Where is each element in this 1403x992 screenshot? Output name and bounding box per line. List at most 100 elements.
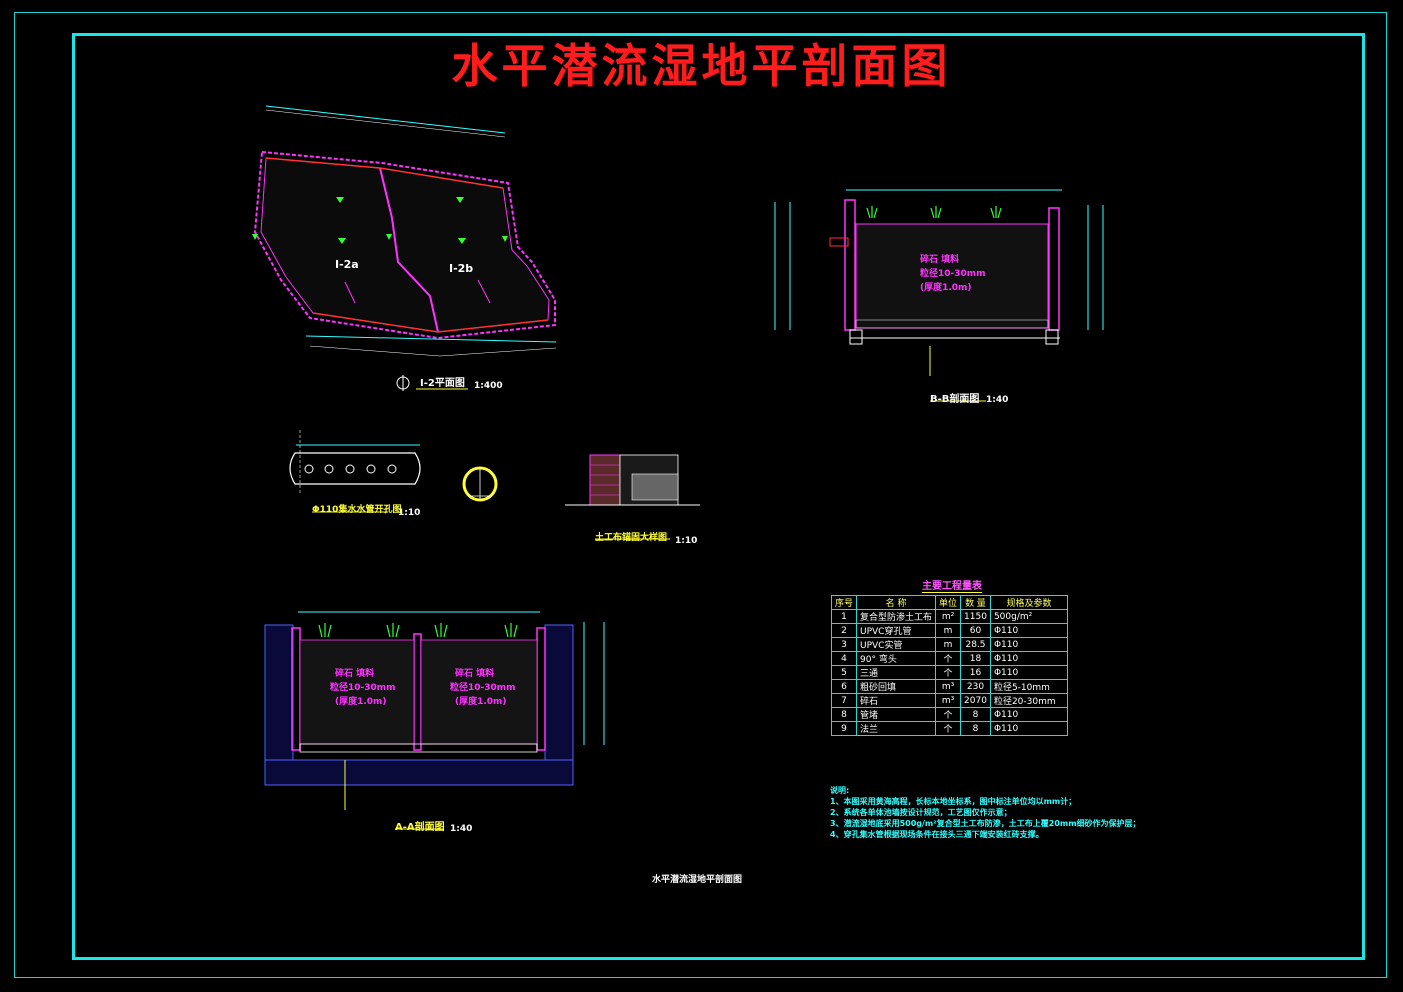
table-cell: Φ110	[989, 623, 1068, 638]
table-cell: 个	[935, 707, 962, 722]
footer-title: 水平潜流湿地平剖面图	[652, 875, 743, 885]
table-cell: Φ110	[989, 637, 1068, 652]
table-cell: Φ110	[989, 721, 1068, 736]
section-bb	[774, 189, 1104, 402]
plan-cell-b-label: I-2b	[449, 262, 474, 275]
table-cell: 法兰	[856, 721, 937, 736]
table-cell: 9	[830, 721, 858, 736]
table-cell: 粗砂回填	[856, 679, 937, 694]
table-cell: 60	[960, 623, 991, 638]
section-aa-caption: A-A剖面图	[395, 822, 445, 833]
table-cell: 230	[960, 679, 991, 694]
plan-inlet-pipe	[265, 157, 504, 189]
table-cell: 5	[830, 665, 858, 680]
table-header-cell: 数 量	[960, 595, 991, 610]
note-item: 2、系统各单体池墙按设计规范，工艺图仅作示意；	[830, 808, 1012, 817]
table-row: 1 复合型防渗土工布 m² 1150 500g/m²	[830, 609, 1068, 624]
table-header-row: 序号 名 称 单位 数 量 规格及参数	[830, 595, 1068, 610]
section-bb-fill-depth: (厚度1.0m)	[920, 283, 972, 293]
section-aa-fill-size-a: 粒径10-30mm	[330, 683, 396, 693]
geo-detail-caption: 土工布锚固大样图	[595, 533, 668, 543]
table-row: 9 法兰 个 8 Φ110	[830, 721, 1068, 736]
table-cell: 6	[830, 679, 858, 694]
table-cell: 个	[935, 665, 962, 680]
geotextile-detail	[565, 454, 700, 540]
table-title: 主要工程量表	[922, 577, 982, 593]
plan-outlet-pipe	[312, 312, 549, 333]
table-cell: 粒径5-10mm	[989, 679, 1068, 694]
quantities-table: 序号 名 称 单位 数 量 规格及参数 1 复合型防渗土工布 m² 1150 5…	[830, 595, 1068, 736]
table-cell: m³	[935, 693, 962, 708]
note-item: 3、潜流湿地底采用500g/m²复合型土工布防渗，土工布上覆20mm细砂作为保护…	[830, 819, 1141, 828]
table-cell: 18	[960, 651, 991, 666]
section-aa-fill-depth-b: (厚度1.0m)	[455, 697, 507, 707]
table-cell: 90° 弯头	[856, 651, 937, 666]
table-cell: 8	[830, 707, 858, 722]
table-cell: 3	[830, 637, 858, 652]
table-cell: 1	[830, 609, 858, 624]
table-cell: 16	[960, 665, 991, 680]
drawing-border-outer	[14, 12, 1387, 978]
table-cell: 三通	[856, 665, 937, 680]
table-cell: m	[935, 637, 962, 652]
table-cell: 碎石	[856, 693, 937, 708]
table-cell: m	[935, 623, 962, 638]
table-cell: Φ110	[989, 665, 1068, 680]
table-cell: m³	[935, 679, 962, 694]
table-cell: UPVC穿孔管	[856, 623, 937, 638]
plan-cell-divider	[379, 167, 439, 333]
table-cell: 4	[830, 651, 858, 666]
pipe-detail-caption: Φ110集水水管开孔图	[312, 505, 402, 515]
section-aa-fill-size-b: 粒径10-30mm	[450, 683, 516, 693]
table-cell: 管堵	[856, 707, 937, 722]
table-header-cell: 单位	[935, 595, 962, 610]
table-row: 4 90° 弯头 个 18 Φ110	[830, 651, 1068, 666]
table-cell: 2	[830, 623, 858, 638]
geo-detail-scale: 1:10	[675, 536, 698, 546]
table-cell: 个	[935, 721, 962, 736]
table-cell: 500g/m²	[989, 609, 1068, 624]
table-cell: UPVC实管	[856, 637, 937, 652]
drawing-title: 水平潜流湿地平剖面图	[451, 39, 952, 93]
section-aa-fill-media-a: 碎石 填料	[335, 669, 375, 679]
table-cell: 8	[960, 721, 991, 736]
table-row: 8 管堵 个 8 Φ110	[830, 707, 1068, 722]
note-item: 1、本图采用黄海高程，长标本地坐标系，图中标注单位均以mm计；	[830, 797, 1077, 806]
section-bb-caption: B-B剖面图	[930, 394, 980, 405]
plan-view	[252, 105, 557, 391]
plan-scale: 1:400	[474, 381, 503, 391]
table-row: 6 粗砂回填 m³ 230 粒径5-10mm	[830, 679, 1068, 694]
section-bb-fill-media: 碎石 填料	[920, 255, 960, 265]
section-aa	[264, 611, 605, 830]
table-row: 2 UPVC穿孔管 m 60 Φ110	[830, 623, 1068, 638]
table-cell: 7	[830, 693, 858, 708]
pipe-detail	[289, 430, 498, 513]
table-header-cell: 规格及参数	[989, 595, 1068, 610]
table-header-cell: 名 称	[856, 595, 937, 610]
plan-cell-a-label: I-2a	[335, 258, 359, 271]
table-cell: 1150	[960, 609, 991, 624]
section-aa-scale: 1:40	[450, 824, 473, 834]
table-cell: 2070	[960, 693, 991, 708]
notes-heading: 说明:	[830, 786, 850, 795]
table-header-cell: 序号	[830, 595, 858, 610]
plan-dimension-top	[265, 105, 506, 134]
notes-block: 说明: 1、本图采用黄海高程，长标本地坐标系，图中标注单位均以mm计； 2、系统…	[830, 785, 1141, 840]
table-cell: Φ110	[989, 707, 1068, 722]
table-cell: 复合型防渗土工布	[856, 609, 937, 624]
section-bb-basin	[855, 223, 1049, 329]
section-bb-scale: 1:40	[986, 395, 1009, 405]
table-cell: 粒径20-30mm	[989, 693, 1068, 708]
table-cell: Φ110	[989, 651, 1068, 666]
section-aa-fill-depth-a: (厚度1.0m)	[335, 697, 387, 707]
plan-caption: I-2平面图	[420, 378, 465, 389]
drawing-border-inner	[72, 33, 1365, 960]
pipe-detail-scale: 1:10	[398, 508, 421, 518]
note-item: 4、穿孔集水管根据现场条件在接头三通下端安装红砖支撑。	[830, 830, 1044, 839]
table-cell: 28.5	[960, 637, 991, 652]
table-cell: 个	[935, 651, 962, 666]
table-row: 7 碎石 m³ 2070 粒径20-30mm	[830, 693, 1068, 708]
table-row: 3 UPVC实管 m 28.5 Φ110	[830, 637, 1068, 652]
table-row: 5 三通 个 16 Φ110	[830, 665, 1068, 680]
